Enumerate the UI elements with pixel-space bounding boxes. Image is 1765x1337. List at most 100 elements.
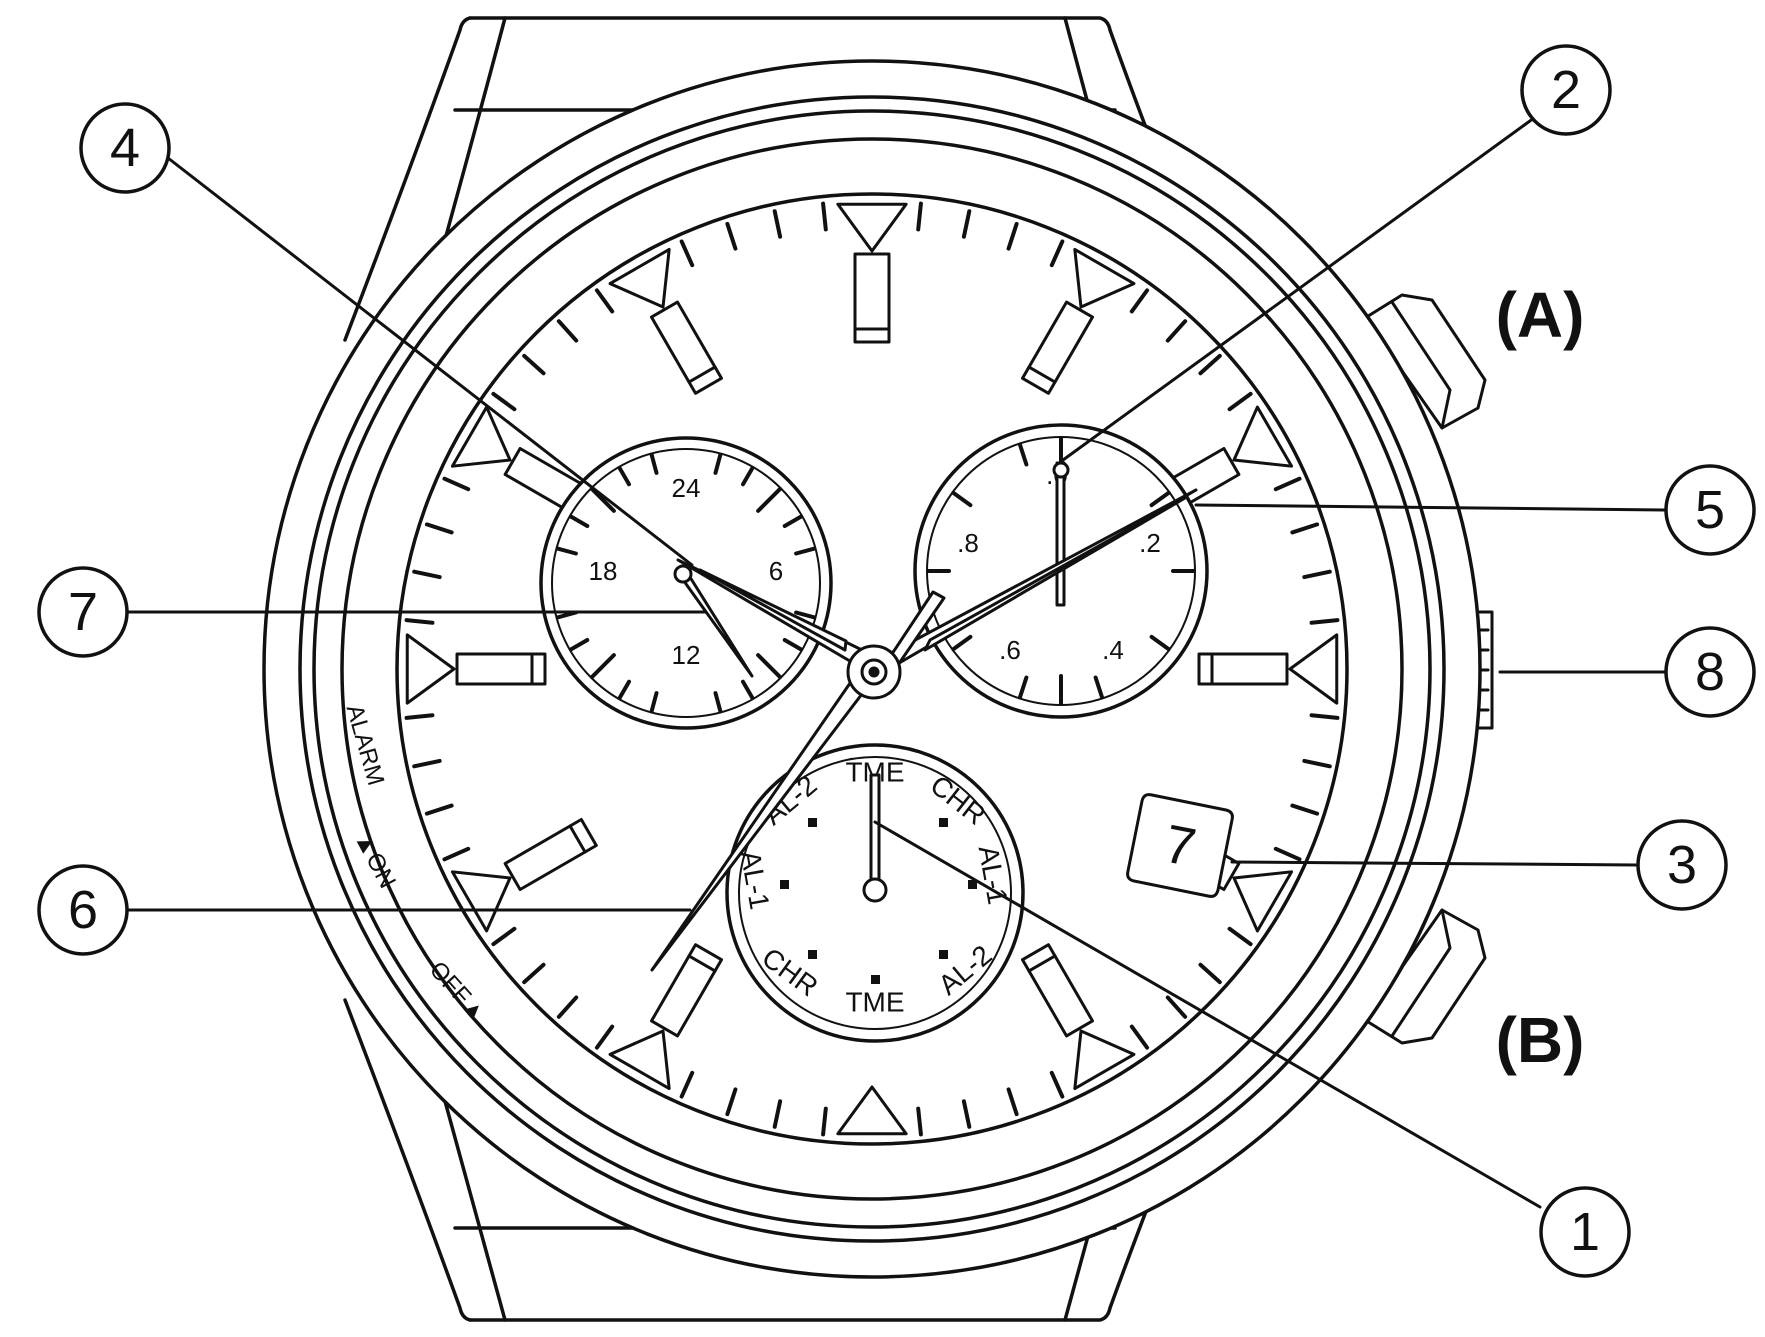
minute-tick	[556, 319, 579, 343]
mode-subdial-dots	[780, 818, 977, 984]
hour-triangle-marker	[450, 405, 512, 468]
hour-subdial-tick	[617, 465, 631, 487]
hour-index	[1021, 300, 1094, 395]
minute-tick	[725, 221, 738, 251]
callout-1-number: 1	[1570, 1202, 1600, 1262]
minute-tick	[594, 288, 615, 314]
minute-tick	[772, 209, 783, 239]
mode-subdial: TME CHR AL-1 AL-2 TME CHR AL-1 AL-2	[725, 743, 1025, 1043]
minute-tick	[1290, 803, 1320, 816]
hour-subdial-tick	[617, 679, 631, 701]
hour-subdial-label-12: 12	[672, 640, 701, 670]
minute-tick	[1165, 995, 1188, 1019]
minute-tick	[679, 1070, 695, 1099]
minute-tick	[1302, 758, 1332, 769]
main-hands	[650, 488, 1198, 972]
minute-tick	[412, 569, 442, 580]
hour-subdial-tick	[649, 452, 659, 475]
hour-subdial-tick	[756, 653, 783, 680]
minute-tick	[424, 522, 454, 535]
minute-tick	[772, 1099, 783, 1129]
callout-leaders	[126, 116, 1667, 1209]
minute-tick	[679, 239, 695, 268]
minute-tick	[1302, 569, 1332, 580]
seconds-subdial-hand	[1055, 461, 1066, 607]
minute-tick	[594, 1024, 615, 1050]
minute-tick	[1006, 1087, 1019, 1117]
minute-tick	[961, 1099, 972, 1129]
pusher-a[interactable]	[1363, 293, 1487, 430]
hour-subdial-tick	[568, 638, 590, 652]
minute-tick	[442, 846, 471, 862]
seconds-subdial-label-4: .4	[1102, 635, 1124, 665]
minute-tick	[442, 476, 471, 492]
callout-7-number: 7	[68, 582, 98, 642]
minute-tick	[556, 995, 579, 1019]
seconds-subdial-tick	[951, 490, 973, 508]
hour-triangle-marker	[1073, 1029, 1136, 1091]
callout-2-number: 2	[1551, 60, 1581, 120]
minute-tick	[1309, 618, 1340, 625]
hour-index-lume-line	[568, 824, 587, 854]
minute-tick	[1129, 288, 1150, 314]
hour-index-lume-line	[1027, 365, 1057, 384]
callout-1: 1	[1539, 1186, 1631, 1278]
hour-subdial-tick	[794, 546, 817, 556]
minute-tick	[961, 209, 972, 239]
hour-index	[650, 300, 723, 395]
minute-tick	[1198, 962, 1222, 985]
button-a-label: (A)	[1496, 279, 1585, 351]
hour-triangle-marker	[608, 247, 671, 309]
minute-tick	[1198, 353, 1222, 376]
hour-index-lume-line	[687, 365, 717, 384]
minute-tick	[424, 803, 454, 816]
hour-subdial-tick	[741, 465, 755, 487]
dial-minute-ticks	[404, 201, 1340, 1137]
hour-subdial-label-18: 18	[589, 556, 618, 586]
hour-index	[1197, 652, 1289, 686]
hour-hand-inner	[698, 568, 848, 652]
seconds-subdial-tick	[1017, 675, 1029, 700]
dial-triangle-markers	[405, 202, 1339, 1136]
hour-triangle-marker	[1232, 405, 1294, 468]
hour-index-bar	[503, 818, 598, 891]
seconds-subdial-label-8: .8	[957, 528, 979, 558]
hour-subdial-tick	[713, 691, 723, 714]
seconds-subdial-tick	[1093, 675, 1105, 700]
callout-3: 3	[1636, 819, 1728, 911]
minute-tick	[1227, 391, 1253, 412]
mode-label-tme-bottom: TME	[845, 987, 904, 1018]
hour-index-bar	[650, 943, 723, 1038]
hour-index-bar	[1021, 300, 1094, 395]
hour-subdial-tick	[794, 610, 817, 620]
hour-triangle-marker	[1232, 870, 1294, 933]
hour-subdial-tick	[555, 546, 578, 556]
hour-subdial-tick	[713, 452, 723, 475]
hour-index	[455, 652, 547, 686]
hour-triangle-marker	[836, 1085, 908, 1136]
hour-subdial-tick	[756, 486, 783, 513]
minute-tick	[404, 713, 435, 720]
seconds-subdial-tick	[951, 634, 973, 652]
hour-triangle-marker	[450, 870, 512, 933]
minute-hand-inner	[923, 496, 1187, 652]
hour-subdial-tick	[782, 514, 804, 528]
minute-tick	[491, 391, 517, 412]
seconds-subdial-tick	[1149, 490, 1171, 508]
pusher-b[interactable]	[1363, 908, 1487, 1045]
minute-tick	[1049, 239, 1065, 268]
callout-6: 6	[37, 864, 129, 956]
callout-3-number: 3	[1667, 835, 1697, 895]
hour-triangle-marker	[1073, 247, 1136, 309]
minute-tick	[522, 962, 546, 985]
mode-subdial-hand	[869, 773, 881, 892]
minute-tick	[1006, 221, 1019, 251]
hour-index	[503, 818, 598, 891]
callout-8-number: 8	[1695, 642, 1725, 702]
hour-index-bar	[1197, 652, 1289, 686]
minute-tick	[412, 758, 442, 769]
hour-subdial-tick	[741, 679, 755, 701]
hour-index	[650, 943, 723, 1038]
hour-subdial-tick	[589, 486, 616, 513]
